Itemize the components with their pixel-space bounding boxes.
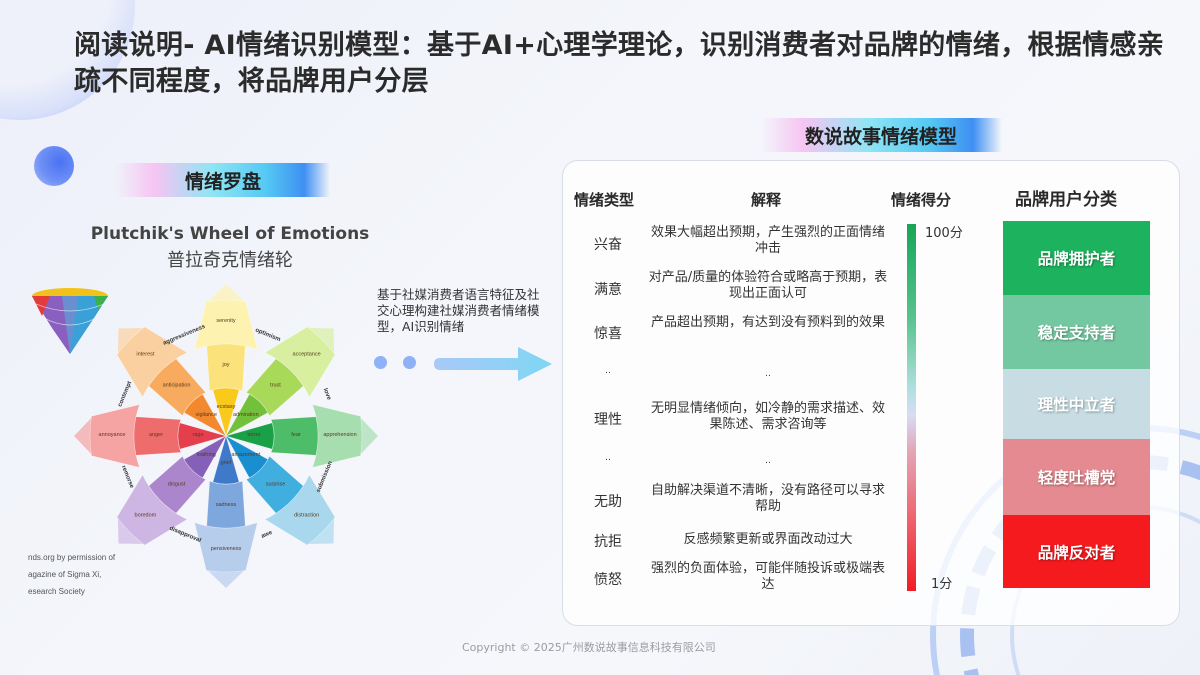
score-gradient-bar (907, 224, 916, 591)
svg-text:disgust: disgust (168, 481, 186, 487)
svg-text:acceptance: acceptance (293, 351, 321, 357)
emotion-type: 抗拒 (594, 534, 622, 550)
svg-text:rage: rage (192, 432, 203, 438)
wheel-subtitle: 普拉奇克情绪轮 (167, 250, 293, 271)
emotion-description: 强烈的负面体验，可能伴随投诉或极端表达 (650, 561, 885, 592)
emotion-type: 愤怒 (594, 572, 622, 588)
plutchik-wheel-image: serenity joy ecstasy acceptance trust admirat… (20, 280, 380, 600)
header-explanation: 解释 (751, 191, 782, 209)
svg-text:distraction: distraction (294, 513, 319, 519)
emotion-type: 满意 (594, 282, 622, 298)
emotion-type: 无助 (594, 494, 622, 510)
dot-icon (374, 356, 387, 369)
emotion-description: 效果大幅超出预期，产生强烈的正面情绪冲击 (650, 225, 885, 256)
score-max-label: 100分 (925, 226, 963, 241)
class-brand-advocate: 品牌拥护者 (1003, 221, 1150, 295)
svg-text:grief: grief (221, 460, 232, 466)
class-brand-opponent: 品牌反对者 (1003, 515, 1150, 588)
header-score: 情绪得分 (891, 191, 952, 209)
svg-text:ecstasy: ecstasy (217, 404, 236, 410)
svg-text:joy: joy (221, 362, 229, 368)
section-label-emotion-compass: 情绪罗盘 (116, 163, 330, 197)
dot-icon (403, 356, 416, 369)
emotion-description: 自助解决渠道不清晰，没有路径可以寻求帮助 (650, 483, 885, 514)
class-mild-complainer: 轻度吐槽党 (1003, 439, 1150, 515)
emotion-description: 对产品/质量的体验符合或略高于预期，表现出正面认可 (648, 270, 888, 301)
svg-text:admiration: admiration (233, 412, 259, 418)
svg-text:apprehension: apprehension (323, 432, 356, 438)
svg-text:vigilance: vigilance (195, 412, 216, 418)
cone-icon (32, 288, 108, 354)
svg-text:fear: fear (291, 432, 301, 438)
arrow-right-icon (434, 347, 552, 381)
emotion-description: 无明显情绪倾向，如冷静的需求描述、效果陈述、需求咨询等 (650, 401, 885, 432)
header-classification: 品牌用户分类 (1015, 190, 1117, 210)
emotion-description-ellipsis: .. (765, 456, 771, 466)
svg-text:boredom: boredom (135, 513, 157, 519)
svg-text:annoyance: annoyance (99, 432, 126, 438)
svg-text:amazement: amazement (231, 452, 260, 458)
svg-text:anticipation: anticipation (163, 383, 191, 389)
credit-line: nds.org by permission of (28, 553, 116, 562)
svg-text:sadness: sadness (216, 502, 237, 508)
wheel-graphic: serenity joy ecstasy acceptance trust admirat… (32, 284, 378, 588)
page-title: 阅读说明- AI情绪识别模型：基于AI+心理学理论，识别消费者对品牌的情绪，根据… (74, 30, 1165, 97)
image-credit: nds.org by permission of agazine of Sigm… (28, 549, 115, 600)
svg-text:love: love (322, 388, 332, 402)
copyright: Copyright © 2025广州数说故事信息科技有限公司 (462, 641, 716, 654)
svg-text:contempt: contempt (117, 381, 133, 408)
credit-line: agazine of Sigma Xi, (28, 570, 102, 579)
emotion-type-ellipsis: .. (605, 366, 611, 376)
model-description: 基于社媒消费者语言特征及社交心理构建社媒消费者情绪模型，AI识别情绪 (377, 287, 540, 334)
emotion-type: 理性 (594, 412, 622, 428)
svg-text:trust: trust (270, 383, 281, 389)
section-label-text: 数说故事情绪模型 (804, 125, 957, 148)
svg-text:optimism: optimism (254, 327, 281, 343)
emotion-description-ellipsis: .. (765, 369, 771, 379)
emotion-type-ellipsis: .. (605, 453, 611, 463)
section-label-text: 情绪罗盘 (184, 170, 261, 193)
decorative-circle-small (34, 146, 74, 186)
section-label-model: 数说故事情绪模型 (760, 118, 1002, 152)
svg-text:terror: terror (247, 432, 260, 438)
emotion-type: 兴奋 (594, 237, 622, 253)
svg-text:pensiveness: pensiveness (211, 546, 242, 552)
wheel-title: Plutchik's Wheel of Emotions (90, 224, 370, 244)
emotion-description: 反感频繁更新或界面改动过大 (683, 532, 853, 547)
emotion-description: 产品超出预期，有达到没有预料到的效果 (650, 315, 885, 330)
class-stable-supporter: 稳定支持者 (1003, 295, 1150, 369)
svg-text:awe: awe (261, 530, 274, 540)
class-rational-neutral: 理性中立者 (1003, 369, 1150, 439)
score-min-label: 1分 (931, 577, 953, 592)
svg-text:serenity: serenity (216, 318, 236, 324)
svg-text:loathing: loathing (197, 452, 216, 458)
svg-text:interest: interest (136, 351, 155, 357)
svg-text:remorse: remorse (120, 465, 135, 490)
emotion-type: 惊喜 (594, 326, 622, 342)
svg-text:anger: anger (149, 432, 163, 438)
credit-line: esearch Society (28, 587, 85, 596)
svg-text:surprise: surprise (266, 481, 286, 487)
header-emotion-type: 情绪类型 (574, 191, 635, 209)
